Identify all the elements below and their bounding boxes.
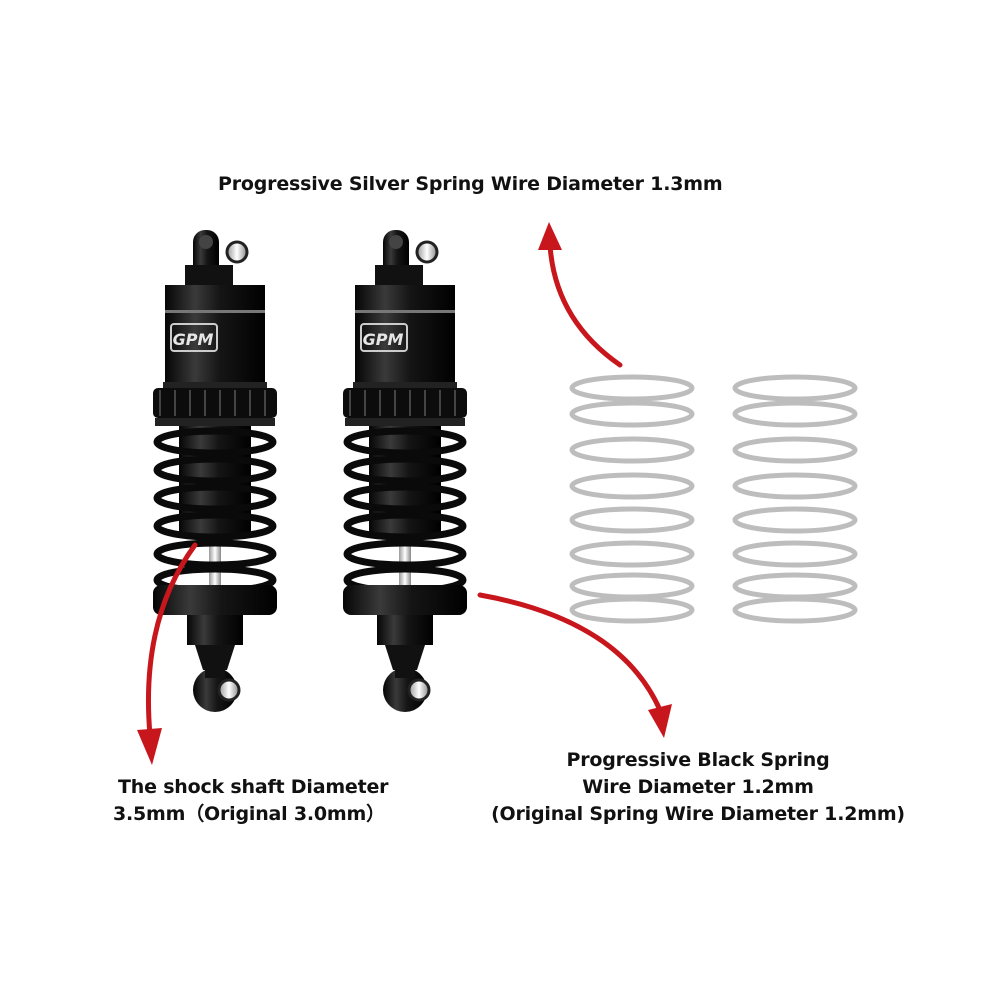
black-spring-label-line3: (Original Spring Wire Diameter 1.2mm) (491, 803, 905, 825)
logo-text-right: GPM (363, 330, 404, 349)
silver-spring-right (735, 377, 855, 621)
black-spring-label-line2: Wire Diameter 1.2mm (582, 776, 814, 798)
silver-spring-left (572, 377, 692, 621)
shock-absorber-right (343, 230, 467, 712)
black-spring-label-line1: Progressive Black Spring (566, 749, 830, 771)
shock-absorber-left (153, 230, 277, 712)
arrowhead-down-icon (648, 704, 672, 738)
arrowhead-down-icon (137, 728, 162, 765)
shaft-label-line1: The shock shaft Diameter (118, 776, 389, 798)
logo-text-left: GPM (173, 330, 214, 349)
silver-spring-label: Progressive Silver Spring Wire Diameter … (218, 173, 723, 195)
arrow-black-spring (477, 592, 663, 713)
shaft-label-line2: 3.5mm（Original 3.0mm） (113, 803, 385, 825)
arrow-silver-spring (547, 242, 623, 368)
arrowhead-up-icon (538, 222, 562, 250)
arrow-shaft (145, 542, 198, 738)
